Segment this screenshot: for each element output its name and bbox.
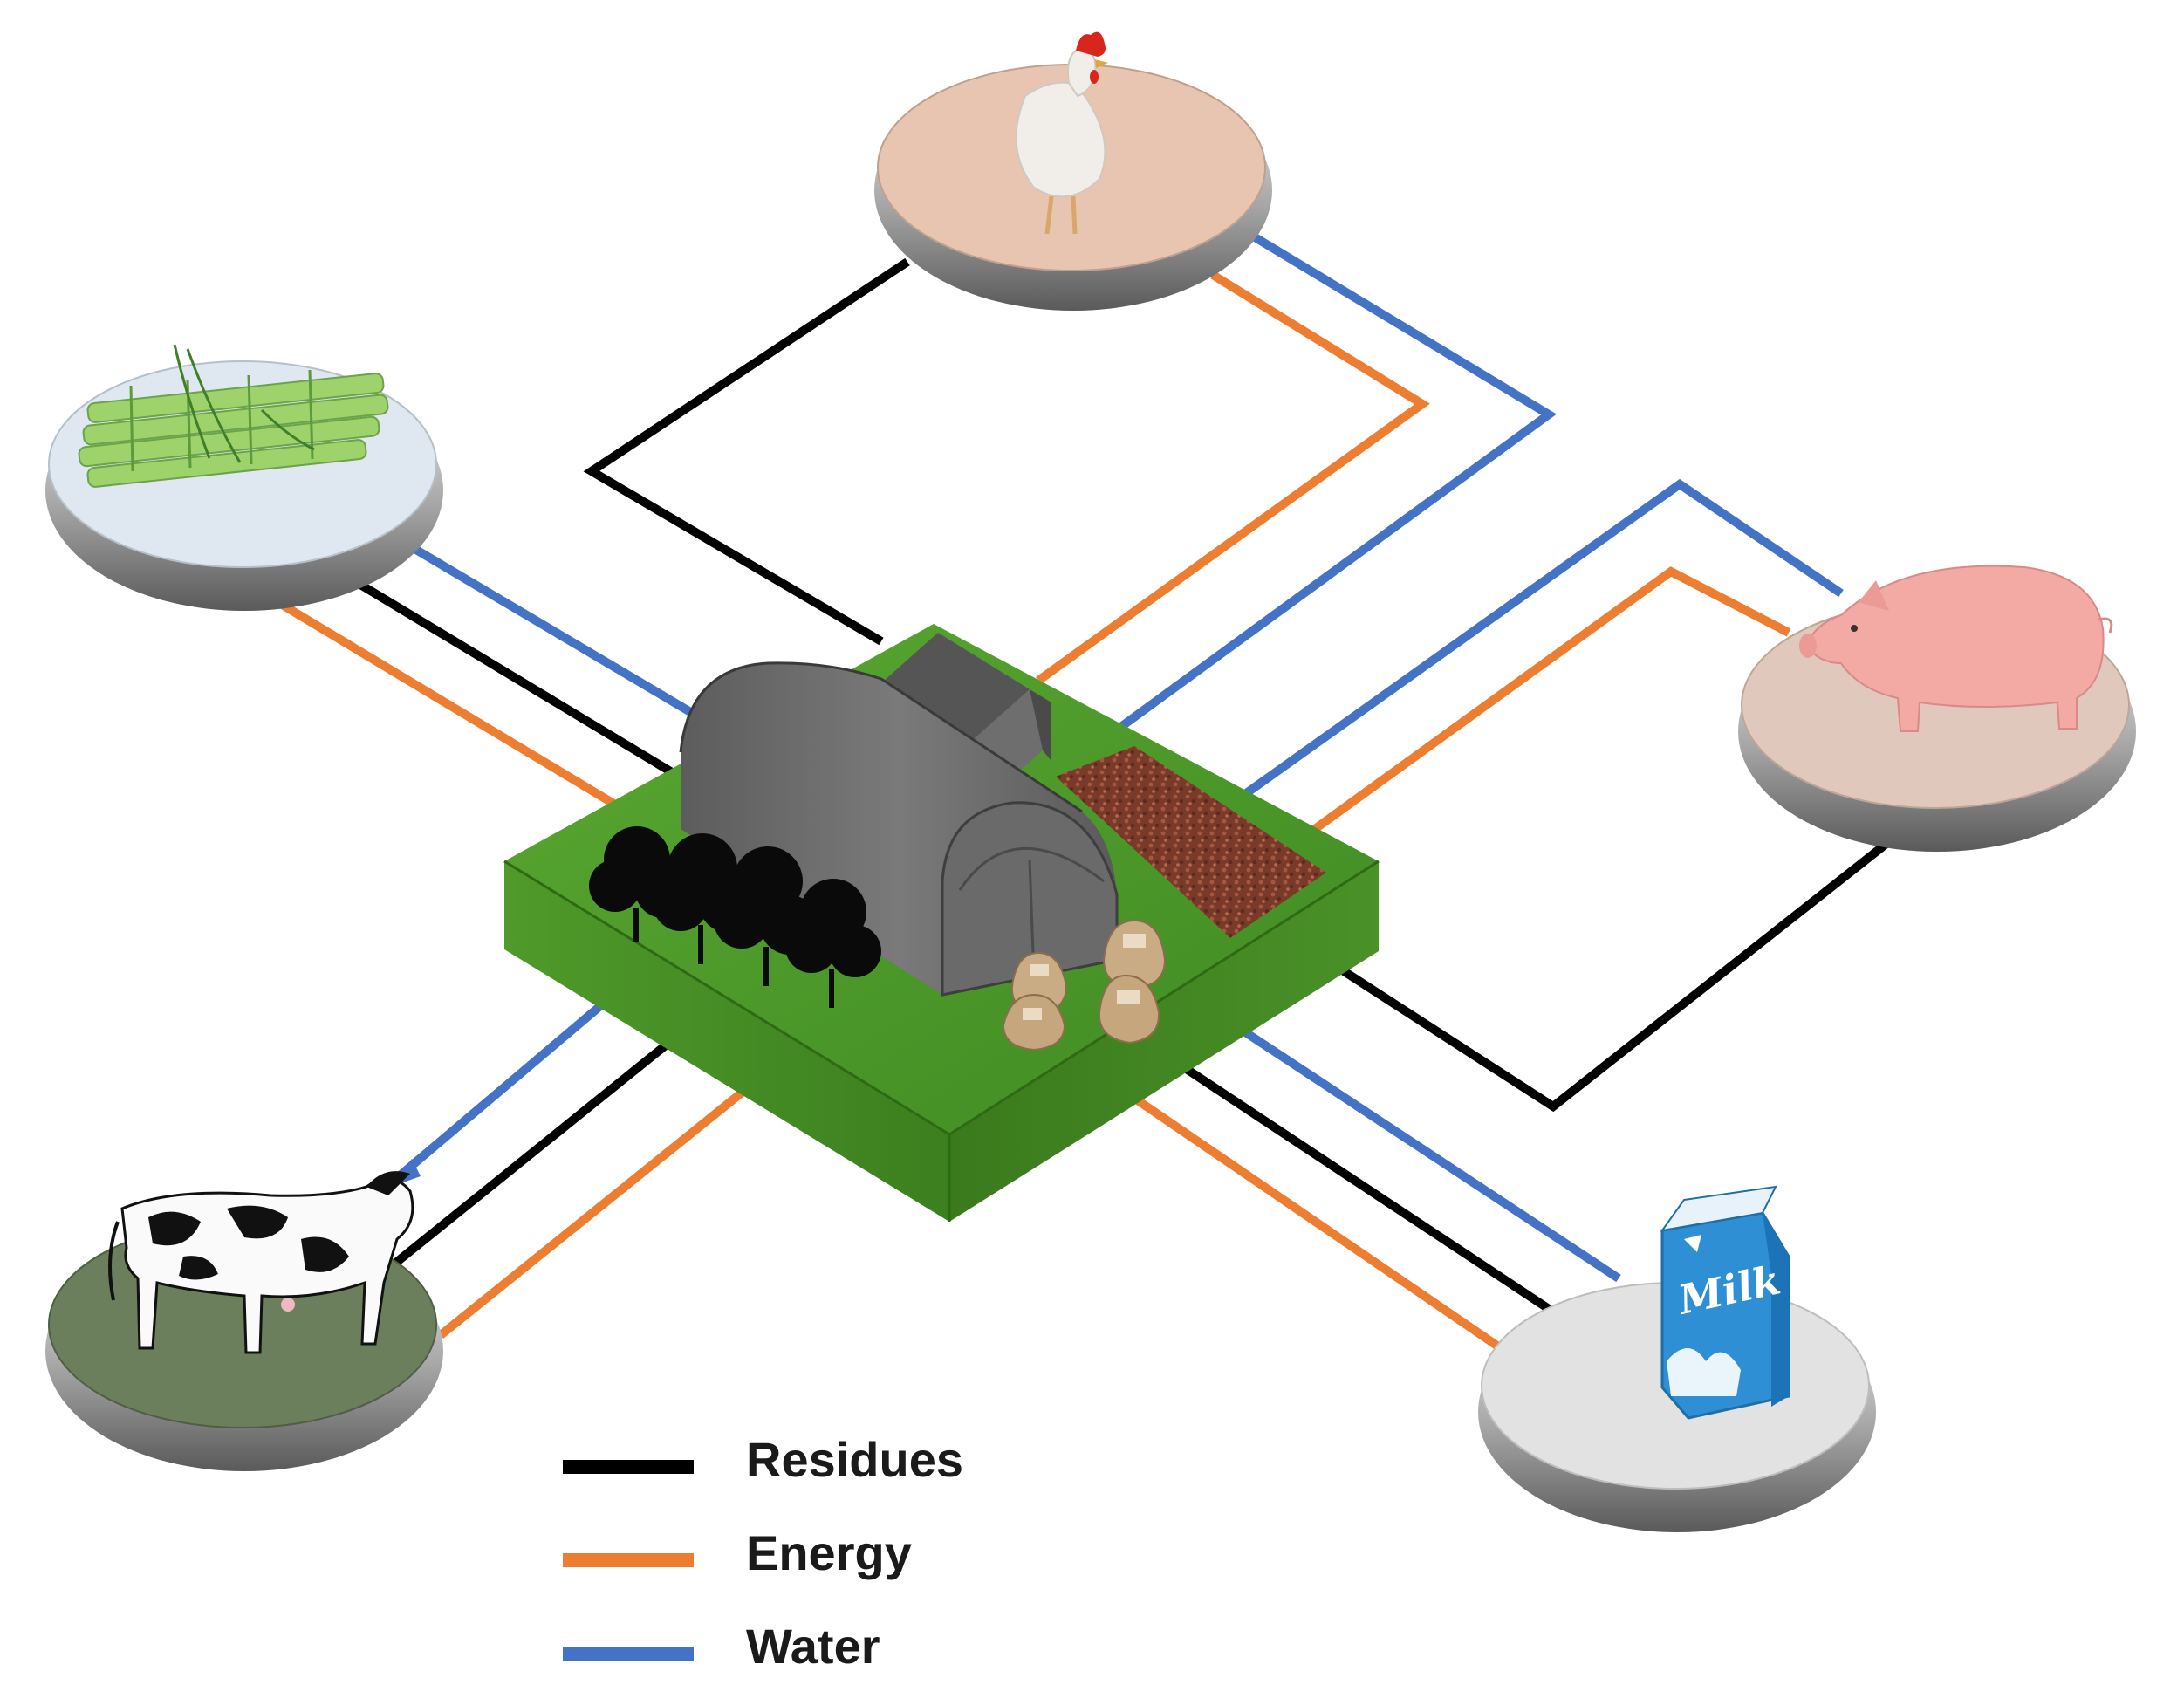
legend-label-energy: Energy xyxy=(746,1525,912,1580)
farm-hub-icon xyxy=(503,624,1380,1222)
link-milk-energy xyxy=(1127,1091,1503,1353)
flow-links xyxy=(246,231,1936,1353)
trees-icon xyxy=(589,826,881,1008)
node-sugarcane xyxy=(45,344,443,611)
link-pig-energy xyxy=(1306,566,1791,838)
sugarcane-icon xyxy=(78,344,389,488)
link-sugarcane-residues xyxy=(329,563,674,777)
node-chicken xyxy=(874,31,1272,311)
cow-icon xyxy=(108,1171,414,1354)
legend-label-residues: Residues xyxy=(746,1432,963,1487)
legend-swatch-energy xyxy=(563,1553,694,1567)
node-milk: Milk xyxy=(1478,1185,1876,1532)
legend-swatch-water xyxy=(563,1647,694,1661)
link-cow-water xyxy=(394,983,627,1182)
sacks-icon xyxy=(1002,919,1167,1052)
link-chicken-water xyxy=(1110,231,1558,737)
link-pig-water xyxy=(1236,478,1844,803)
node-cow xyxy=(45,1171,443,1471)
hub-side-left xyxy=(504,861,949,1222)
link-pig-residues xyxy=(1324,804,1936,1113)
greenhouse-icon xyxy=(679,661,1119,997)
link-cow-residues xyxy=(389,1019,697,1269)
link-milk-residues xyxy=(1167,1053,1551,1313)
link-chicken-energy xyxy=(1036,271,1431,685)
link-sugarcane-energy xyxy=(246,580,622,812)
legend-label-water: Water xyxy=(746,1619,880,1674)
link-chicken-residues xyxy=(583,257,910,646)
link-sugarcane-water xyxy=(399,537,714,729)
link-milk-water xyxy=(1219,1012,1621,1283)
hub-side-right xyxy=(949,861,1379,1222)
mulch-bed xyxy=(1056,746,1326,938)
legend-swatch-residues xyxy=(563,1460,694,1474)
chicken-icon xyxy=(1015,31,1108,235)
milk-carton-icon: Milk xyxy=(1660,1185,1790,1420)
node-pig xyxy=(1738,565,2136,852)
link-cow-energy xyxy=(437,1068,771,1339)
pig-icon xyxy=(1799,565,2113,732)
